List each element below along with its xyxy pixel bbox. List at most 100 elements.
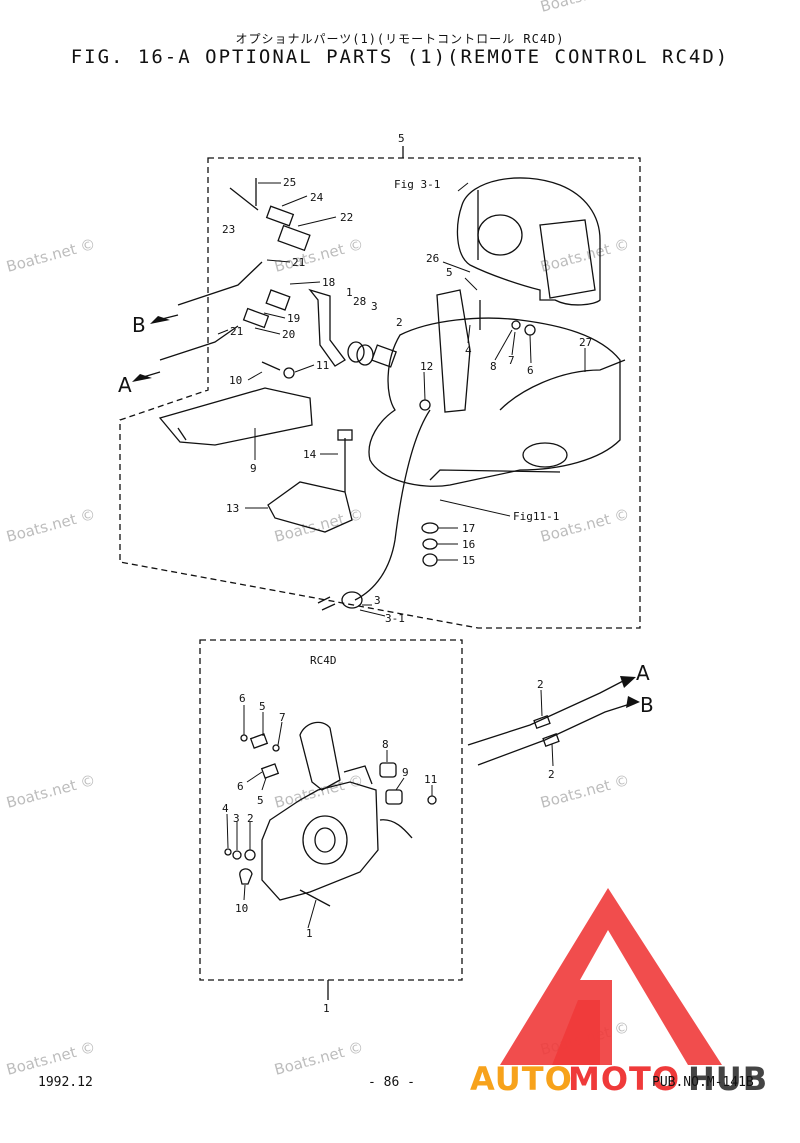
harness-27 <box>499 359 626 411</box>
brand-name-moto: MOTO <box>568 1060 680 1098</box>
watermark-text: Boats.net © <box>272 771 365 812</box>
brand-name-auto: AUTO <box>470 1060 573 1098</box>
wire-3 <box>354 409 431 601</box>
callout-label: 7 <box>508 354 515 367</box>
brand-name-hub: HUB <box>688 1060 768 1098</box>
watermark-text: Boats.net © <box>4 235 97 276</box>
callout-label: 7 <box>279 711 286 724</box>
lever-1 <box>308 288 346 367</box>
callout-label: 1 <box>306 927 313 940</box>
watermark-text: Boats.net © <box>4 1038 97 1079</box>
callout-label: 6 <box>239 692 246 705</box>
lower-unit-outline <box>368 317 621 487</box>
watermark-text: Boats.net © <box>272 1038 365 1079</box>
footer-date: 1992.12 <box>38 1075 93 1090</box>
callout-label: 3-1 <box>385 612 405 625</box>
callout-label: 5 <box>257 794 264 807</box>
reference-label: Fig 3-1 <box>394 178 440 191</box>
callout-label: 2 <box>548 768 555 781</box>
callout-label: 9 <box>250 462 257 475</box>
callout-label: 2 <box>396 316 403 329</box>
brand-logo: AUTO MOTO HUB <box>470 888 768 1098</box>
upper-arrows <box>132 314 179 382</box>
callout-label: 6 <box>237 780 244 793</box>
callout-label: 11 <box>316 359 329 372</box>
callout-label: 2 <box>537 678 544 691</box>
callout-label: 9 <box>402 766 409 779</box>
cable-b-upper <box>177 261 263 306</box>
brand-logo-triangle <box>500 888 722 1065</box>
callout-label: 20 <box>282 328 295 341</box>
cable-a-lower <box>467 679 626 746</box>
callout-label: 5 <box>259 700 266 713</box>
callout-label: 10 <box>235 902 248 915</box>
callout-label: 4 <box>465 344 472 357</box>
model-label: RC4D <box>310 654 337 667</box>
callout-label: 8 <box>382 738 389 751</box>
callout-label: 25 <box>283 176 296 189</box>
lower-labels: 1 RC4D 6 5 7 8 9 11 6 5 4 3 2 10 1 2 2 A… <box>222 654 654 1015</box>
plate-13 <box>267 481 353 533</box>
cable-a-upper <box>159 325 239 361</box>
callout-label: 6 <box>527 364 534 377</box>
callout-label: 15 <box>462 554 475 567</box>
watermark-text: Boats.net © <box>4 505 97 546</box>
watermark-text: Boats.net © <box>538 0 631 16</box>
callout-label: 22 <box>340 211 353 224</box>
callout-label: 1 <box>346 286 353 299</box>
callout-label: 3 <box>371 300 378 313</box>
lower-boundary <box>199 639 463 981</box>
callout-label: 21 <box>292 256 305 269</box>
bracket-9 <box>158 387 313 446</box>
callout-label: 1 <box>323 1002 330 1015</box>
japanese-title: オプショナルパーツ(1)(リモートコントロール RC4D) <box>235 32 565 46</box>
callout-label: 4 <box>222 802 229 815</box>
engine-outline <box>456 177 601 306</box>
callout-label: 14 <box>303 448 317 461</box>
footer-publication-number: PUB.NO.M-141B <box>652 1075 754 1090</box>
lower-arrows <box>620 676 640 708</box>
watermarks: Boats.net © Boats.net © Boats.net © Boat… <box>4 0 631 1079</box>
watermark-text: Boats.net © <box>272 235 365 276</box>
callout-label: 2 <box>247 812 254 825</box>
upper-labels: 5 25 24 23 22 21 21 18 1 28 3 2 19 20 10… <box>118 132 592 625</box>
callout-label: 13 <box>226 502 239 515</box>
arrow-a-label: A <box>118 373 132 397</box>
callout-label: 19 <box>287 312 300 325</box>
upper-leaders <box>217 182 586 617</box>
callout-label: 17 <box>462 522 475 535</box>
callout-label: 12 <box>420 360 433 373</box>
callout-label: 8 <box>490 360 497 373</box>
remote-control-box <box>261 781 379 901</box>
callout-label: 24 <box>310 191 324 204</box>
reference-label: Fig11-1 <box>513 510 559 523</box>
callout-label: 21 <box>230 325 243 338</box>
callout-label: 5 <box>398 132 405 145</box>
upper-boundary <box>119 157 641 629</box>
upper-assembly <box>119 146 641 629</box>
callout-label: 11 <box>424 773 437 786</box>
watermark-text: Boats.net © <box>538 235 631 276</box>
footer-page-number: - 86 - <box>368 1075 415 1090</box>
control-lever <box>299 721 341 791</box>
arrow-a-label: A <box>636 661 650 685</box>
lower-assembly <box>199 639 631 1000</box>
callout-label: 27 <box>579 336 592 349</box>
arrow-b-label: B <box>640 693 654 717</box>
callout-label: 23 <box>222 223 235 236</box>
callout-label: 10 <box>229 374 242 387</box>
callout-label: 3 <box>233 812 240 825</box>
watermark-text: Boats.net © <box>272 505 365 546</box>
cable-b-lower <box>477 703 631 766</box>
bracket-26 <box>436 289 471 413</box>
callout-label: 26 <box>426 252 439 265</box>
figure-title: FIG. 16-A OPTIONAL PARTS (1)(REMOTE CONT… <box>70 46 730 68</box>
callout-label: 16 <box>462 538 475 551</box>
callout-label: 18 <box>322 276 335 289</box>
callout-label: 5 <box>446 266 453 279</box>
lower-leaders <box>226 689 554 929</box>
watermark-text: Boats.net © <box>4 771 97 812</box>
callout-label: 3 <box>374 594 381 607</box>
arrow-b-label: B <box>132 313 146 337</box>
